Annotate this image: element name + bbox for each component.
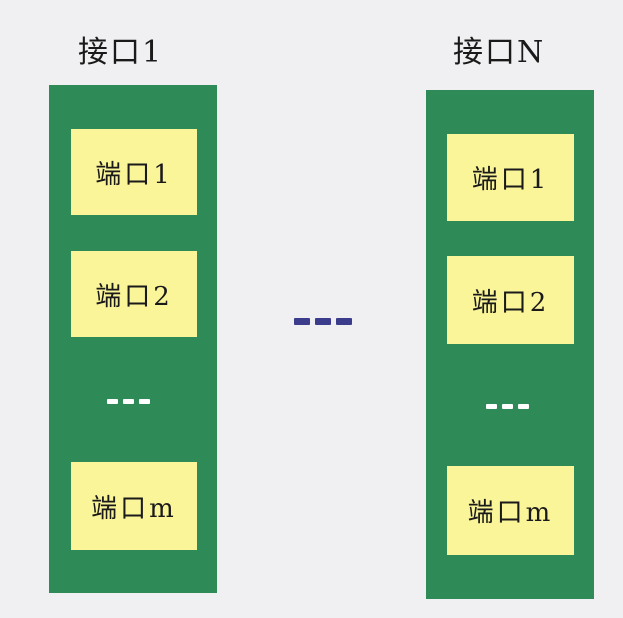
interface-n-title: 接口N bbox=[453, 35, 546, 70]
interface-1-column: 端口1 端口2 端口m bbox=[49, 85, 217, 593]
interface-1-port-m: 端口m bbox=[71, 462, 197, 550]
interface-1-port-2: 端口2 bbox=[71, 251, 197, 337]
interface-1-title: 接口1 bbox=[78, 35, 164, 70]
interface-n-port-2: 端口2 bbox=[447, 256, 574, 344]
interface-n-column: 端口1 端口2 端口m bbox=[426, 90, 594, 599]
interface-1-ports-ellipsis bbox=[107, 399, 150, 404]
interfaces-ellipsis bbox=[294, 318, 352, 325]
interface-n-ports-ellipsis bbox=[486, 404, 529, 409]
interface-1-port-1: 端口1 bbox=[71, 129, 197, 215]
interface-n-port-m: 端口m bbox=[447, 466, 574, 555]
interface-n-port-1: 端口1 bbox=[447, 134, 574, 221]
